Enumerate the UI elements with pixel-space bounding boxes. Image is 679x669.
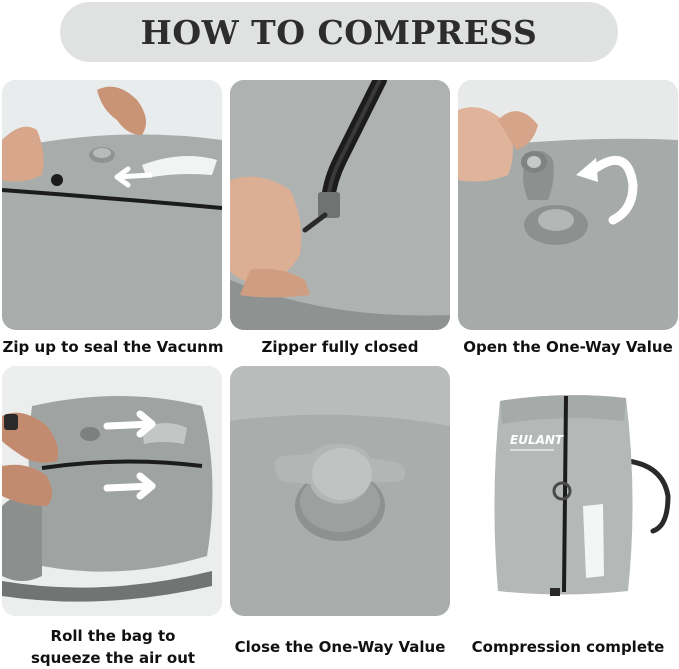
step-5-caption: Close the One-Way Value [234, 638, 446, 656]
step-4-image [2, 366, 222, 616]
step-1-caption: Zip up to seal the Vacunm [2, 338, 224, 356]
step-3-caption: Open the One-Way Value [463, 338, 673, 356]
title-banner: HOW TO COMPRESS [60, 2, 618, 62]
page-title: HOW TO COMPRESS [140, 12, 538, 52]
step-5-image [230, 366, 450, 616]
brand-logo: EULANT [510, 433, 564, 447]
step-4-caption: Roll the bag to squeeze the air out [0, 625, 226, 669]
step-3-image [458, 80, 678, 330]
step-4-caption-line2: squeeze the air out [30, 649, 196, 667]
step-6-image: EULANT [458, 366, 678, 616]
step-6-caption: Compression complete [471, 638, 665, 656]
step-1-image [2, 80, 222, 330]
step-2-caption: Zipper fully closed [261, 338, 419, 356]
step-2-image [230, 80, 450, 330]
step-4-caption-line1: Roll the bag to [50, 627, 176, 645]
